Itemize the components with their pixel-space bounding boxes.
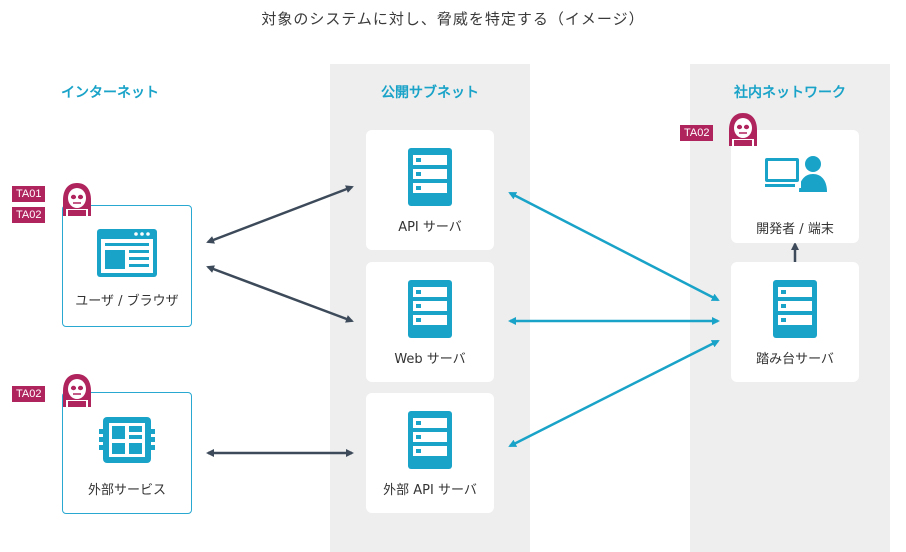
api-server-label: API サーバ	[398, 220, 462, 235]
chip-icon	[99, 417, 155, 463]
server-icon	[773, 280, 817, 338]
threat-badge-ta02: TA02	[12, 386, 46, 402]
internet-zone-label: インターネット	[61, 85, 159, 101]
diagram-title: 対象のシステムに対し、脅威を特定する（イメージ）	[261, 10, 645, 28]
arrow-browser-web	[206, 265, 354, 323]
external-service-label: 外部サービス	[87, 483, 166, 498]
hacker-icon	[729, 113, 757, 147]
arrow-browser-api	[206, 185, 354, 244]
arrow-extapi-bastion	[508, 339, 720, 448]
developer-terminal-label: 開発者 / 端末	[756, 222, 834, 237]
external-service-card: 外部サービス	[62, 392, 192, 514]
arrow-api-bastion	[508, 191, 720, 302]
web-server-label: Web サーバ	[394, 352, 466, 367]
public-subnet-zone-label: 公開サブネット	[381, 85, 479, 101]
external-api-server-label: 外部 API サーバ	[383, 483, 477, 498]
bastion-server-label: 踏み台サーバ	[756, 352, 834, 367]
browser-window-icon	[97, 229, 157, 277]
server-icon	[408, 280, 452, 338]
external-api-server-card: 外部 API サーバ	[366, 393, 494, 513]
user-browser-card: ユーザ / ブラウザ	[62, 205, 192, 327]
hacker-icon	[63, 183, 91, 217]
hacker-icon	[63, 374, 91, 408]
developer-terminal-card: 開発者 / 端末	[731, 130, 859, 243]
threat-badge-ta02: TA02	[680, 125, 714, 141]
server-icon	[408, 411, 452, 469]
internal-network-zone-label: 社内ネットワーク	[734, 85, 846, 101]
bastion-server-card: 踏み台サーバ	[731, 262, 859, 382]
threat-badge-ta01: TA01	[12, 186, 46, 202]
threat-badge-ta02: TA02	[12, 207, 46, 223]
developer-computer-icon	[765, 156, 827, 192]
user-browser-label: ユーザ / ブラウザ	[75, 294, 179, 309]
api-server-card: API サーバ	[366, 130, 494, 250]
server-icon	[408, 148, 452, 206]
web-server-card: Web サーバ	[366, 262, 494, 382]
